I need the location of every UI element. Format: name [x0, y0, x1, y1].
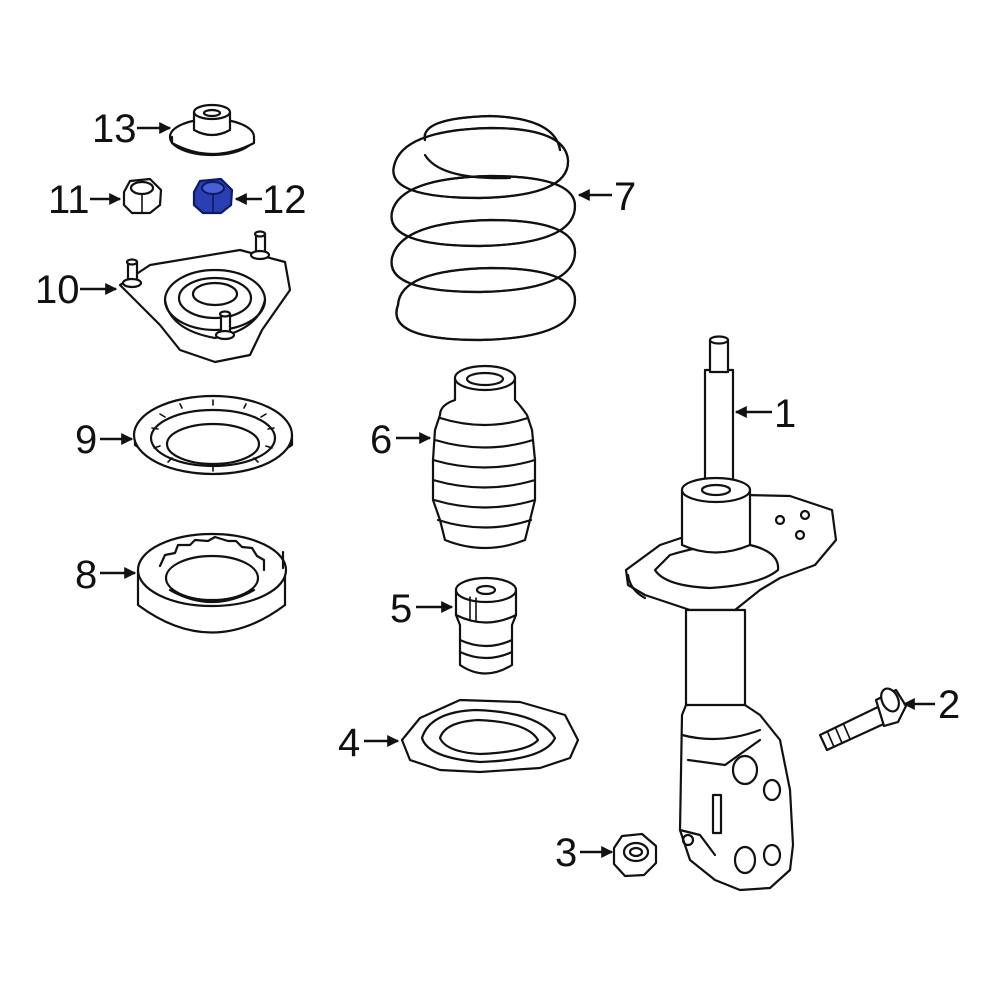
part-11-nut[interactable]: [122, 177, 163, 215]
callout-7: 7: [577, 175, 636, 219]
callout-10: 10: [35, 268, 118, 312]
callout-2: 2: [902, 683, 960, 727]
callout-5: 5: [390, 587, 454, 631]
callout-label-6: 6: [370, 418, 392, 462]
part-10-strut-mount[interactable]: [118, 230, 292, 364]
callout-1: 1: [734, 392, 796, 436]
callout-12: 12: [234, 178, 307, 222]
callout-label-7: 7: [614, 175, 636, 219]
callout-label-11: 11: [48, 178, 90, 222]
callout-label-10: 10: [35, 268, 80, 312]
callout-13: 13: [92, 107, 172, 151]
part-3-nut[interactable]: [612, 832, 658, 878]
callout-4: 4: [338, 721, 400, 765]
callout-6: 6: [370, 418, 432, 462]
callout-label-2: 2: [938, 683, 960, 727]
callout-3: 3: [555, 831, 614, 875]
callout-label-3: 3: [555, 831, 577, 875]
part-1-strut[interactable]: [624, 335, 838, 892]
callout-label-4: 4: [338, 721, 360, 765]
part-8-spring-seat[interactable]: [136, 532, 288, 634]
part-13-bump-cap[interactable]: [168, 103, 256, 157]
part-12-nut-highlighted[interactable]: [192, 177, 234, 215]
callout-11: 11: [48, 178, 122, 222]
callout-label-13: 13: [92, 107, 137, 151]
part-9-spring-insulator[interactable]: [132, 394, 294, 476]
part-4-lower-insulator[interactable]: [400, 698, 580, 774]
callout-label-8: 8: [75, 553, 97, 597]
part-5-bump-stop[interactable]: [454, 576, 518, 675]
callout-label-9: 9: [75, 418, 97, 462]
part-6-dust-boot[interactable]: [431, 364, 537, 550]
part-2-bolt[interactable]: [818, 686, 908, 752]
callout-9: 9: [75, 418, 134, 462]
callout-8: 8: [75, 553, 137, 597]
part-7-coil-spring[interactable]: [390, 114, 577, 342]
callout-label-5: 5: [390, 587, 412, 631]
callout-label-12: 12: [262, 178, 307, 222]
callout-label-1: 1: [774, 392, 796, 436]
